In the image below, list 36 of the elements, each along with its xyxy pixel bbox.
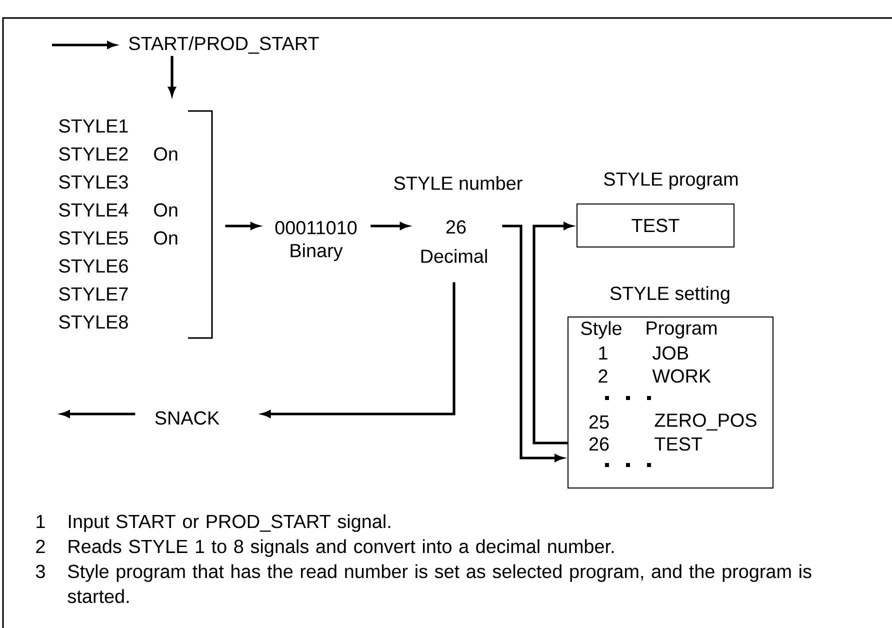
value-label: 26 — [446, 220, 466, 234]
signal-name: STYLE5 — [59, 231, 128, 245]
value-label: Decimal — [421, 249, 487, 263]
on-label: On — [154, 203, 178, 217]
table-text: 1 — [599, 346, 608, 360]
program-box: TEST — [576, 204, 734, 248]
heading: STYLE program — [604, 172, 738, 190]
note-number: 3 — [36, 564, 45, 578]
note-number: 2 — [36, 540, 45, 553]
heading: STYLE setting — [610, 286, 730, 304]
signal-name: STYLE3 — [59, 175, 128, 189]
table-text: TEST — [654, 437, 702, 451]
note-text: Style program that has the read number is set as selected program, and the program is started. — [68, 564, 812, 604]
on-label: On — [154, 147, 178, 161]
signal-name: STYLE4 — [59, 203, 128, 217]
heading: STYLE number — [394, 176, 522, 190]
table-text: ZERO_POS — [654, 414, 756, 430]
signal-label: SNACK — [155, 411, 220, 425]
on-label: On — [154, 231, 178, 245]
signal-name: STYLE8 — [59, 315, 128, 329]
table-text: 2 — [598, 369, 608, 383]
note-number: 1 — [36, 514, 45, 528]
value-label: 00011010 Binary — [275, 220, 357, 262]
signal-name: STYLE6 — [59, 259, 128, 273]
signal-name: STYLE2 — [59, 147, 128, 161]
signal-name: STYLE7 — [59, 287, 128, 301]
signal-name: STYLE1 — [59, 119, 128, 133]
table-text: 26 — [589, 437, 609, 451]
table-text: Style — [581, 321, 622, 339]
table-text: JOB — [652, 346, 688, 360]
table-text: 25 — [589, 415, 609, 429]
note-text: Reads STYLE 1 to 8 signals and convert into a decimal number. — [68, 539, 614, 557]
table-text: WORK — [652, 369, 711, 383]
note-text: Input START or PROD_START signal. — [68, 514, 390, 532]
table-text: Program — [646, 322, 717, 338]
signal-label: START/PROD_START — [129, 36, 319, 54]
